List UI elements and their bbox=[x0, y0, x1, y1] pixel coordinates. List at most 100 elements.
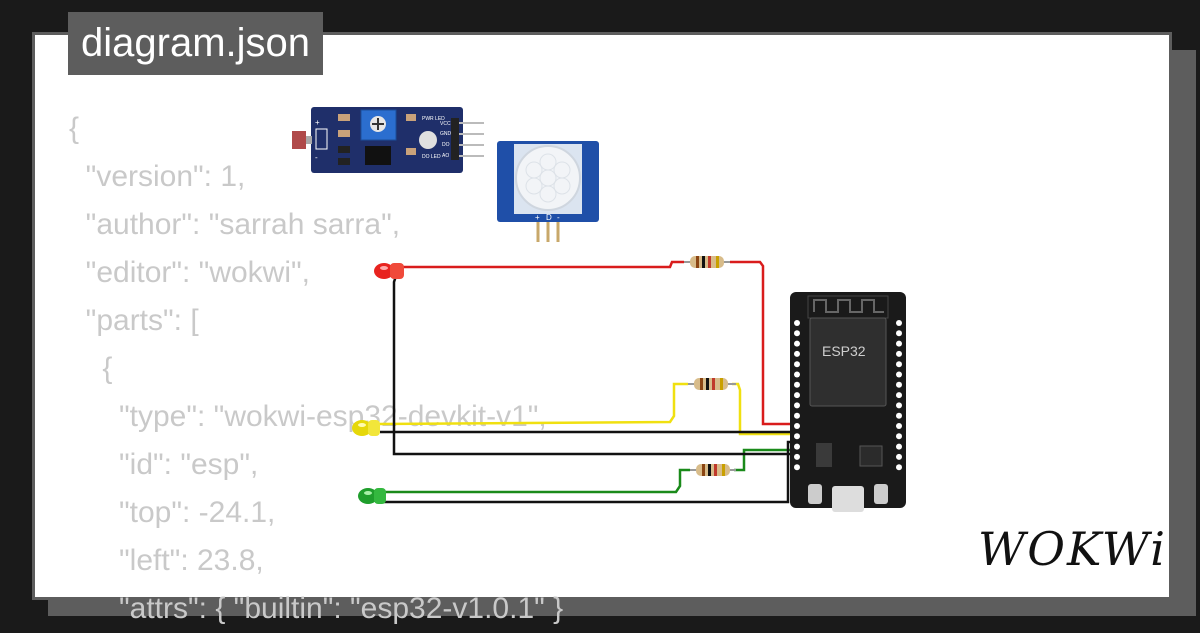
led-body bbox=[352, 420, 372, 436]
resistor-band bbox=[720, 378, 723, 390]
esp32-pin[interactable] bbox=[896, 361, 902, 368]
code-line: "left": 23.8, bbox=[69, 544, 264, 577]
resistor-band bbox=[708, 256, 711, 268]
wire-green[interactable] bbox=[734, 448, 793, 472]
esp32-pin[interactable] bbox=[896, 402, 902, 409]
voltage-regulator bbox=[816, 443, 832, 467]
boot-button[interactable] bbox=[808, 484, 822, 504]
esp32-pin[interactable] bbox=[896, 453, 902, 460]
esp32-pin[interactable] bbox=[896, 320, 902, 326]
pwr-led-label: PWR LED bbox=[422, 116, 445, 122]
esp32-pin[interactable] bbox=[896, 464, 902, 471]
esp32-pin[interactable] bbox=[794, 361, 800, 368]
esp32-pin[interactable] bbox=[794, 350, 800, 357]
wire-red[interactable] bbox=[730, 260, 793, 426]
photoresistor bbox=[292, 131, 306, 149]
wires bbox=[375, 260, 793, 504]
file-title: diagram.json bbox=[68, 12, 324, 75]
esp32-pin[interactable] bbox=[896, 330, 902, 337]
esp32-pin[interactable] bbox=[794, 320, 800, 326]
led-body bbox=[358, 488, 378, 504]
preview-card: { "version": 1, "author": "sarrah sarra"… bbox=[32, 32, 1172, 625]
resistor-smd bbox=[338, 114, 350, 121]
pir-dome-facets bbox=[525, 153, 571, 203]
pin-label-do: DO bbox=[442, 142, 450, 148]
photoresistor-lead bbox=[306, 136, 312, 144]
code-line: "type": "wokwi-esp32-devkit-v1", bbox=[69, 400, 547, 433]
esp32-pin[interactable] bbox=[896, 340, 902, 347]
resistor-band bbox=[702, 464, 705, 476]
esp32-pin[interactable] bbox=[794, 412, 800, 419]
esp32-devkit-board[interactable]: ESP32 bbox=[790, 292, 906, 512]
led-dome bbox=[390, 263, 404, 279]
esp32-pin[interactable] bbox=[794, 464, 800, 471]
pir-pin-minus: - bbox=[557, 213, 560, 222]
esp32-pin[interactable] bbox=[794, 423, 800, 429]
code-line: { bbox=[69, 352, 113, 385]
esp32-pin[interactable] bbox=[794, 371, 800, 378]
led-yellow[interactable] bbox=[352, 420, 380, 436]
led-green[interactable] bbox=[358, 488, 386, 504]
resistor-smd bbox=[338, 158, 350, 165]
code-line: "version": 1, bbox=[69, 160, 246, 193]
esp32-pin[interactable] bbox=[794, 340, 800, 347]
comparator-chip bbox=[365, 146, 391, 165]
code-line: "author": "sarrah sarra", bbox=[69, 208, 401, 241]
resistor-band bbox=[716, 256, 719, 268]
pir-pin-plus: + bbox=[535, 213, 540, 222]
esp32-pin[interactable] bbox=[794, 443, 800, 450]
esp32-pin[interactable] bbox=[794, 453, 800, 460]
antenna-trace bbox=[813, 299, 884, 313]
pir-motion-sensor[interactable]: + D - bbox=[497, 141, 599, 242]
esp32-module bbox=[809, 317, 887, 407]
wire-red[interactable] bbox=[402, 260, 684, 269]
esp32-chip-label: ESP32 bbox=[822, 343, 866, 359]
esp32-pin[interactable] bbox=[896, 371, 902, 378]
esp32-pin[interactable] bbox=[896, 412, 902, 419]
resistor-band bbox=[700, 378, 703, 390]
esp32-pin[interactable] bbox=[794, 392, 800, 399]
resistor-band bbox=[712, 378, 715, 390]
esp32-pin[interactable] bbox=[896, 423, 902, 429]
code-line: { bbox=[69, 112, 80, 145]
pir-pin-d: D bbox=[546, 213, 552, 222]
wire-black[interactable] bbox=[392, 275, 793, 456]
code-background: { "version": 1, "author": "sarrah sarra"… bbox=[69, 105, 563, 633]
wire-green[interactable] bbox=[378, 468, 690, 494]
resistor-band bbox=[706, 378, 709, 390]
resistor-band bbox=[714, 464, 717, 476]
resistor-band bbox=[702, 256, 705, 268]
resistor-smd bbox=[338, 130, 350, 137]
esp32-pin[interactable] bbox=[896, 443, 902, 450]
esp32-pin[interactable] bbox=[896, 381, 902, 388]
resistor-smd bbox=[406, 114, 416, 121]
do-led-label: DO LED bbox=[422, 154, 441, 160]
indicator-led bbox=[419, 131, 437, 149]
led-red[interactable] bbox=[374, 263, 404, 279]
resistor-smd bbox=[406, 148, 416, 155]
esp32-pin[interactable] bbox=[896, 350, 902, 357]
led-dome bbox=[374, 488, 386, 504]
resistor-band bbox=[708, 464, 711, 476]
en-button[interactable] bbox=[874, 484, 888, 504]
esp32-pin[interactable] bbox=[896, 433, 902, 440]
code-line: "id": "esp", bbox=[69, 448, 259, 481]
pir-dome bbox=[515, 145, 581, 211]
esp32-pin[interactable] bbox=[896, 392, 902, 399]
esp32-pin[interactable] bbox=[794, 330, 800, 337]
resistor-smd bbox=[338, 146, 350, 153]
led-highlight bbox=[358, 423, 366, 427]
led-dome bbox=[368, 420, 380, 436]
esp32-pin[interactable] bbox=[794, 402, 800, 409]
resistor-1[interactable] bbox=[684, 256, 730, 268]
resistor-2[interactable] bbox=[688, 378, 736, 390]
esp32-pin[interactable] bbox=[794, 381, 800, 388]
pin-header bbox=[451, 118, 459, 160]
wire-yellow[interactable] bbox=[375, 382, 688, 426]
esp32-pin[interactable] bbox=[794, 433, 800, 440]
resistor-3[interactable] bbox=[690, 464, 736, 476]
pin-label-ao: AO bbox=[442, 153, 449, 159]
ldr-sensor-module[interactable]: + - PWR LED DO LED VCC GND DO AO bbox=[292, 107, 484, 173]
led-highlight bbox=[380, 266, 388, 270]
